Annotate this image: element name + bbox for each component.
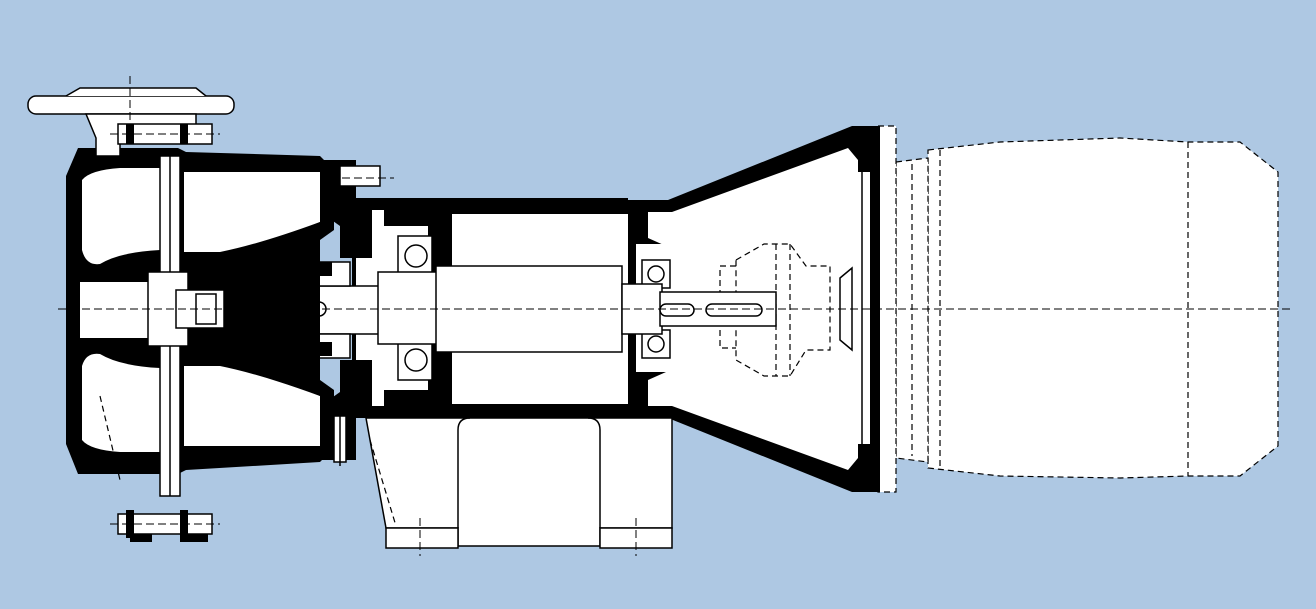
pump-base (365, 417, 673, 556)
inboard-ball-bearing-top (397, 235, 433, 277)
inboard-ball-bearing-bottom (397, 339, 433, 381)
impeller (184, 172, 320, 446)
motor (877, 125, 1279, 493)
